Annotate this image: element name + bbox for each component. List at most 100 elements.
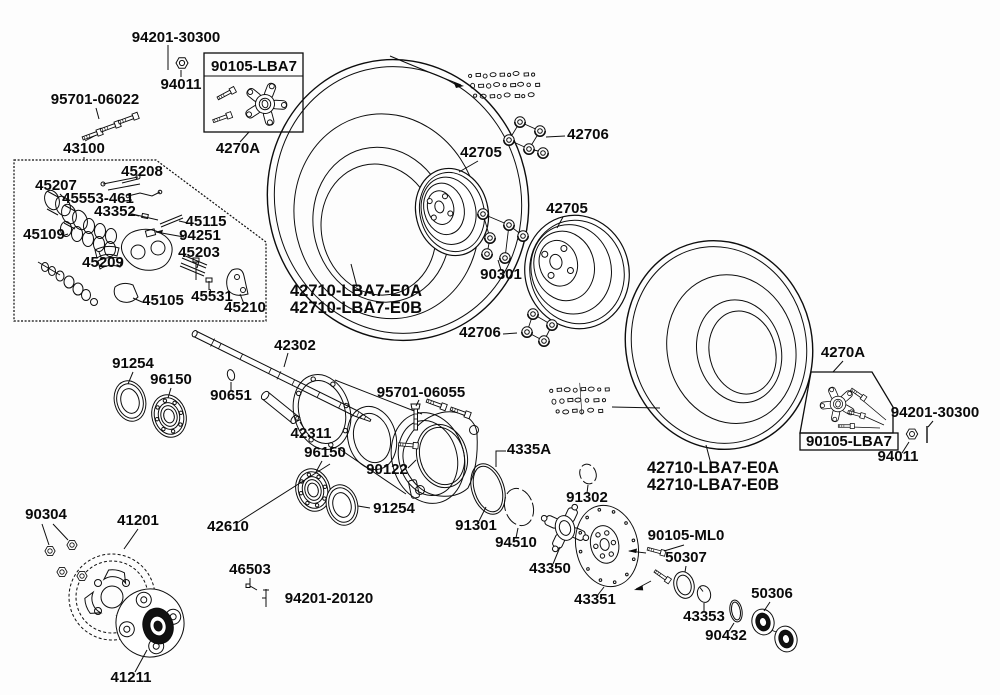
hardware-kit-top bbox=[468, 71, 541, 99]
wheel-rim-left bbox=[414, 167, 490, 257]
label-94201-20120: 94201-20120 bbox=[285, 590, 373, 607]
label-90304: 90304 bbox=[25, 506, 67, 523]
label-90651: 90651 bbox=[210, 387, 252, 404]
bushings-50306 bbox=[751, 608, 798, 653]
label-tire-right-b: 42710-LBA7-E0B bbox=[647, 476, 779, 494]
flange-nut-top bbox=[175, 57, 189, 69]
label-94011-top: 94011 bbox=[161, 76, 202, 93]
label-45531: 45531 bbox=[191, 288, 233, 305]
lug-nut-set-middle bbox=[476, 208, 530, 265]
oring-90432 bbox=[729, 599, 743, 623]
label-94201-30300-top: 94201-30300 bbox=[132, 29, 220, 46]
label-4270A-right: 4270A bbox=[821, 344, 865, 361]
label-96150-right: 96150 bbox=[304, 444, 346, 461]
label-45105: 45105 bbox=[142, 292, 184, 309]
label-96150-left: 96150 bbox=[150, 371, 192, 388]
label-91254-left: 91254 bbox=[112, 355, 154, 372]
snap-ring-small bbox=[579, 463, 597, 485]
label-4335A: 4335A bbox=[507, 441, 551, 458]
slide-bolts bbox=[179, 254, 213, 290]
label-45109: 45109 bbox=[23, 226, 65, 243]
label-42706-top: 42706 bbox=[567, 126, 609, 143]
label-43350: 43350 bbox=[529, 560, 571, 577]
label-43100: 43100 bbox=[63, 140, 105, 157]
label-94251: 94251 bbox=[179, 227, 221, 244]
label-4270A-left: 4270A bbox=[216, 140, 260, 157]
kit-line bbox=[611, 406, 661, 409]
caliper-pistons bbox=[44, 189, 88, 231]
stud-bolt-glyph bbox=[262, 589, 269, 607]
part-labels: 94201-30300 94011 95701-06022 43100 9010… bbox=[23, 29, 979, 686]
label-91254-right: 91254 bbox=[373, 500, 415, 517]
hub-box-right bbox=[799, 371, 899, 451]
kit-arrowhead bbox=[453, 82, 464, 88]
leader-lines bbox=[41, 45, 934, 673]
label-90301: 90301 bbox=[480, 266, 522, 283]
label-90432: 90432 bbox=[705, 627, 747, 644]
tire-left bbox=[266, 58, 530, 342]
caliper-bracket bbox=[226, 268, 249, 296]
label-45209: 45209 bbox=[82, 254, 124, 271]
oring-large bbox=[470, 463, 506, 515]
hub-box-left bbox=[203, 52, 304, 133]
label-46503: 46503 bbox=[229, 561, 271, 578]
hardware-kit-bottom bbox=[549, 382, 610, 415]
flange-nut-right bbox=[905, 428, 919, 440]
label-41201: 41201 bbox=[117, 512, 159, 529]
label-tire-left-a: 42710-LBA7-E0A bbox=[290, 282, 422, 300]
label-90105-LBA7-right: 90105-LBA7 bbox=[806, 433, 892, 450]
holder-bolt bbox=[410, 403, 421, 431]
brake-disc bbox=[575, 504, 639, 588]
axle-circlip bbox=[226, 369, 236, 381]
label-tire-left-b: 42710-LBA7-E0B bbox=[290, 299, 422, 317]
bearing-left bbox=[146, 390, 192, 442]
caliper-box bbox=[13, 159, 267, 322]
label-94510: 94510 bbox=[495, 534, 537, 551]
label-45553-461: 45553-461 bbox=[62, 190, 134, 207]
sprocket-hub-flange bbox=[115, 588, 185, 658]
tire-right bbox=[624, 239, 814, 451]
label-42706-lower: 42706 bbox=[459, 324, 501, 341]
caliper-body bbox=[121, 228, 173, 271]
label-45115: 45115 bbox=[186, 213, 227, 230]
label-41211: 41211 bbox=[111, 669, 152, 686]
label-90105-ML0: 90105-ML0 bbox=[648, 527, 725, 544]
label-95701-06022: 95701-06022 bbox=[51, 91, 139, 108]
spacer-collar bbox=[260, 390, 299, 425]
label-42311: 42311 bbox=[291, 425, 332, 442]
label-90122: 90122 bbox=[366, 461, 408, 478]
disc-hub bbox=[540, 503, 590, 553]
label-45203: 45203 bbox=[178, 244, 220, 261]
caliper-seals bbox=[60, 218, 117, 257]
label-94201-30300-right: 94201-30300 bbox=[891, 404, 979, 421]
label-42705-right: 42705 bbox=[546, 200, 588, 217]
label-45210: 45210 bbox=[224, 299, 266, 316]
kit-arrow bbox=[389, 55, 462, 86]
label-42302: 42302 bbox=[274, 337, 316, 354]
dowel-pin bbox=[245, 583, 258, 591]
disc-mount-bolts bbox=[628, 545, 672, 591]
label-42610: 42610 bbox=[207, 518, 249, 535]
axle-shaft bbox=[191, 330, 372, 423]
label-50307: 50307 bbox=[665, 549, 707, 566]
oil-seal-left bbox=[109, 376, 151, 426]
label-43353: 43353 bbox=[683, 608, 725, 625]
label-95701-06055: 95701-06055 bbox=[377, 384, 465, 401]
washer-43353 bbox=[696, 585, 712, 603]
label-42705-left: 42705 bbox=[460, 144, 502, 161]
lug-nut-set-lower bbox=[520, 307, 559, 348]
label-43352: 43352 bbox=[94, 203, 136, 220]
label-tire-right-a: 42710-LBA7-E0A bbox=[647, 459, 779, 477]
label-50306: 50306 bbox=[751, 585, 793, 602]
sub-bracket bbox=[37, 261, 139, 306]
lug-nut-set-top bbox=[502, 116, 550, 159]
sprocket-nuts bbox=[44, 540, 88, 581]
label-90105-LBA7-left: 90105-LBA7 bbox=[211, 58, 297, 75]
snap-ring bbox=[503, 487, 535, 527]
wheel-rim-right bbox=[524, 214, 630, 330]
arrowheads bbox=[155, 229, 163, 234]
label-91302: 91302 bbox=[566, 489, 608, 506]
label-45207: 45207 bbox=[35, 177, 77, 194]
